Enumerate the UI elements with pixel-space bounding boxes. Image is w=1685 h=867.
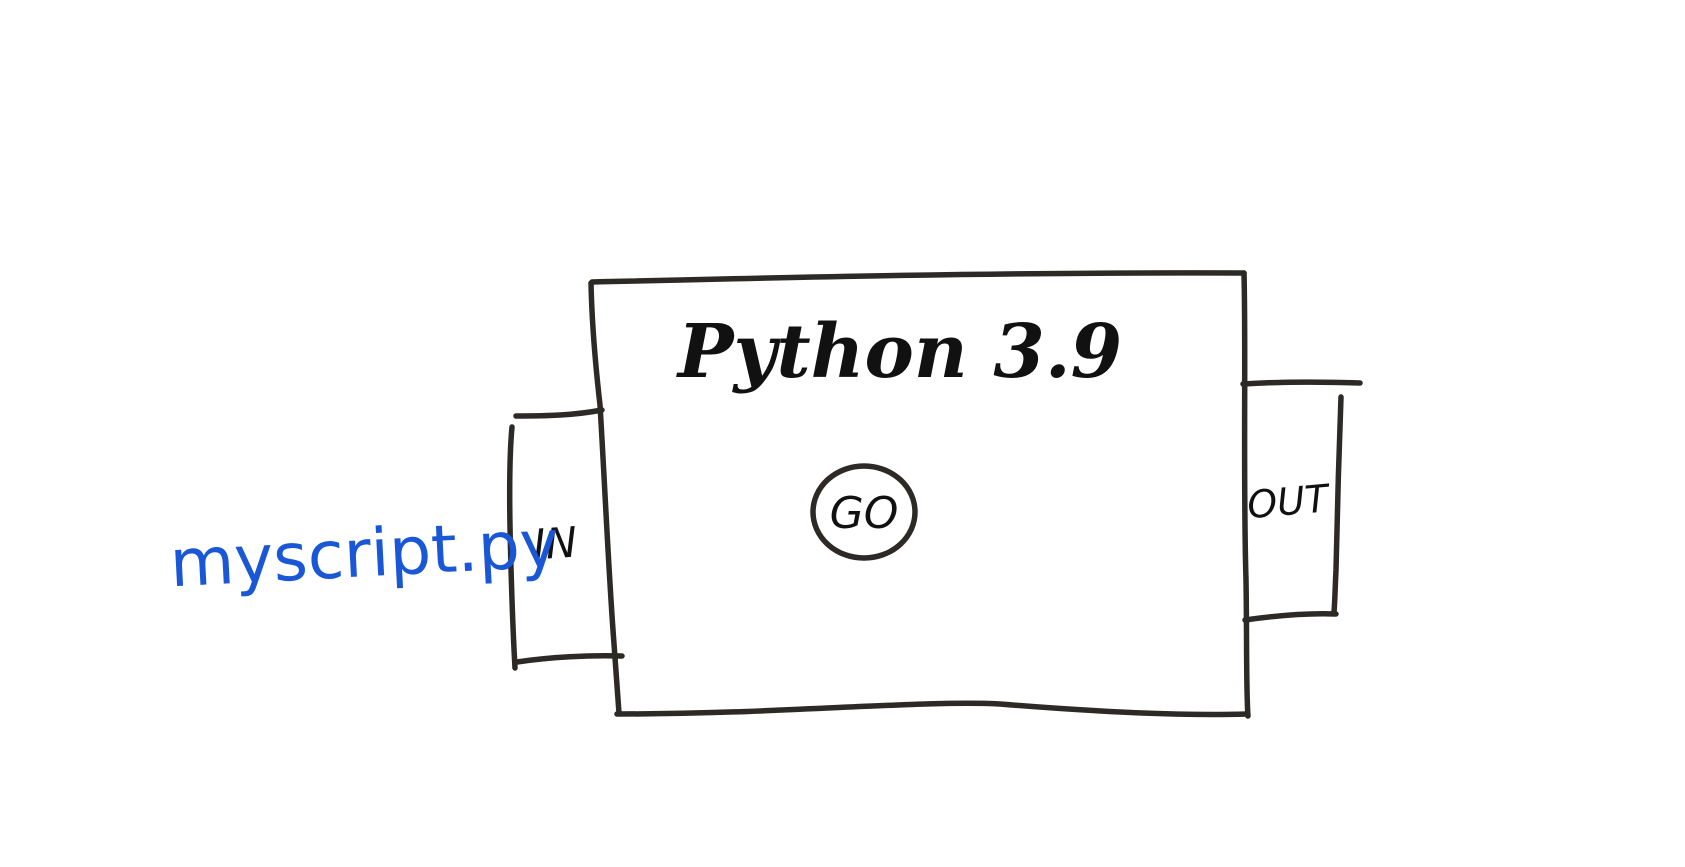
interpreter-box bbox=[588, 270, 1251, 719]
go-button-label: GO bbox=[830, 488, 899, 539]
input-port-label: IN bbox=[532, 518, 579, 570]
output-port-label: OUT bbox=[1245, 476, 1332, 527]
input-file-label: myscript.py bbox=[168, 505, 561, 602]
go-button[interactable]: GO bbox=[810, 463, 918, 561]
go-button-circle bbox=[810, 463, 918, 561]
input-port: IN bbox=[506, 407, 625, 671]
interpreter-title: Python 3.9 bbox=[676, 309, 1122, 395]
output-port: OUT bbox=[1240, 379, 1363, 623]
